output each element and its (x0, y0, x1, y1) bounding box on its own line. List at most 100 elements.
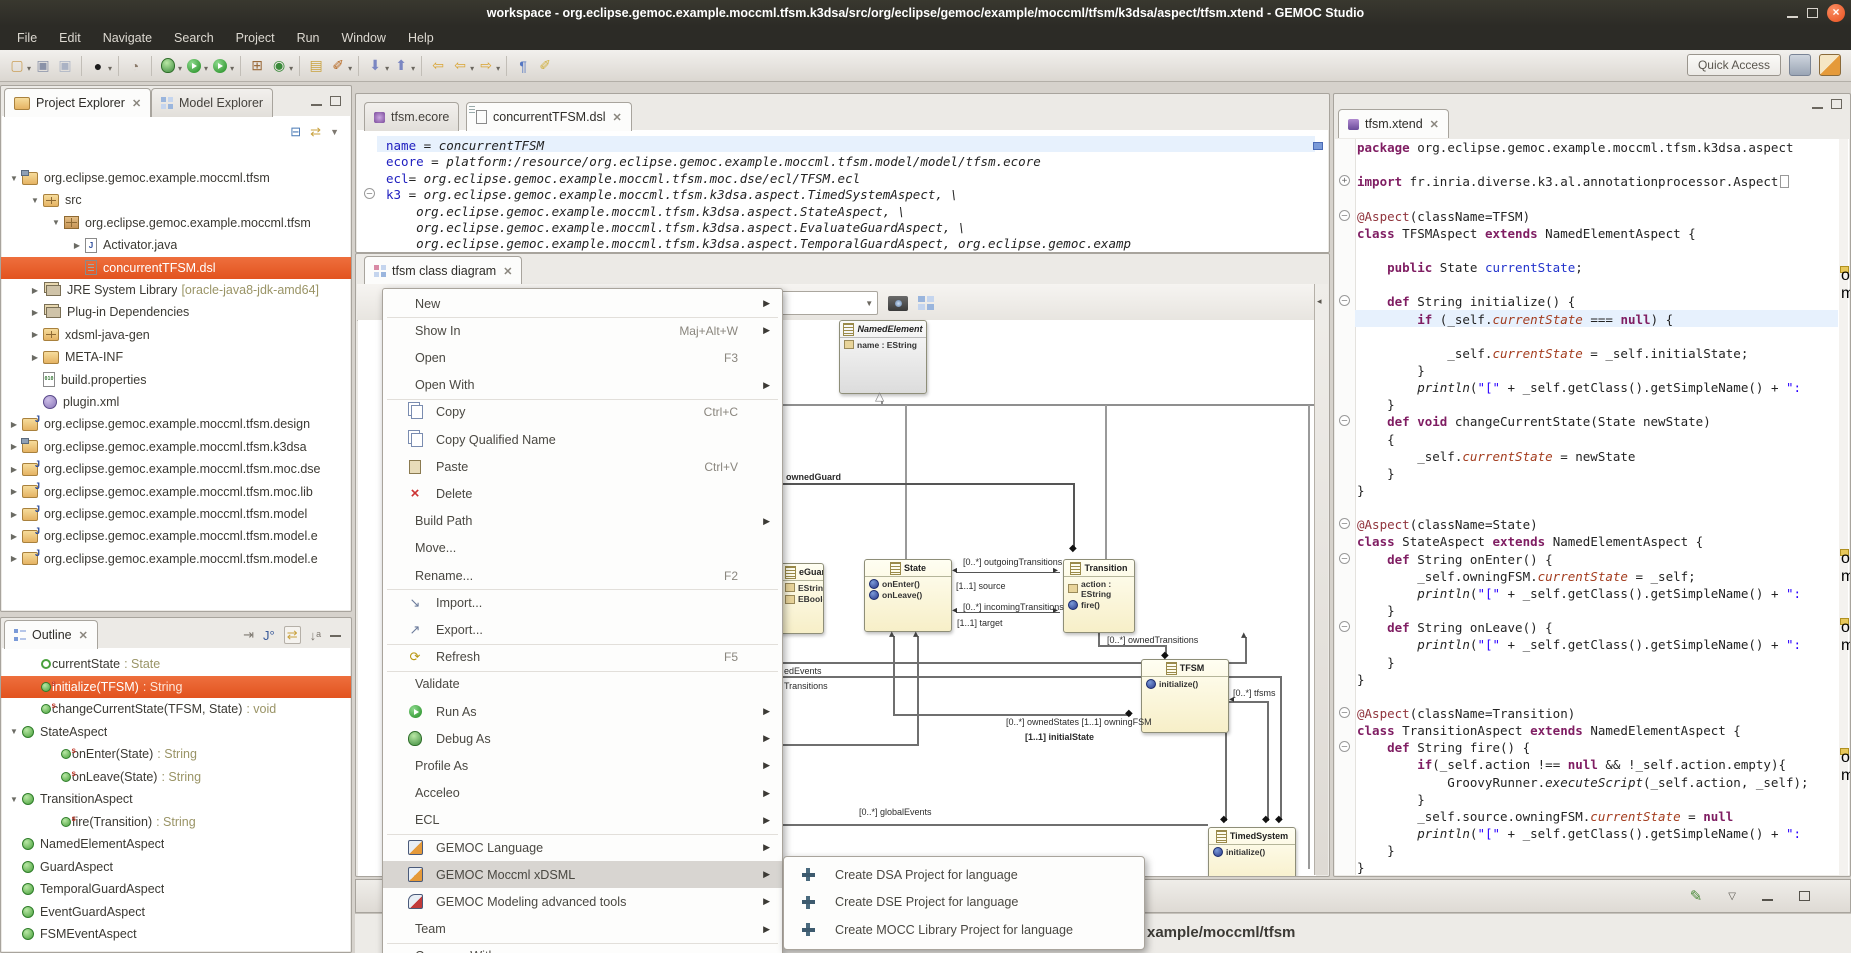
backward-dropdown-icon[interactable]: ▾ (470, 64, 475, 73)
xtend-editor-area[interactable] (1335, 139, 1849, 875)
menu-item-gemoc-modeling-advanced-tools[interactable]: GEMOC Modeling advanced tools▶ (383, 888, 782, 915)
menubar-item-edit[interactable]: Edit (59, 31, 81, 45)
alpha-sort-icon[interactable]: ↓ᵃ (309, 627, 321, 643)
tree-item-org-eclipse-gemoc-example-moccml-tfsm-moc-lib[interactable]: ▶org.eclipse.gemoc.example.moccml.tfsm.m… (1, 481, 351, 503)
quill-icon[interactable]: ✐ (539, 57, 552, 73)
menubar-item-search[interactable]: Search (174, 31, 214, 45)
tree-item-org-eclipse-gemoc-example-moccml-tfsm-model[interactable]: ▶org.eclipse.gemoc.example.moccml.tfsm.m… (1, 503, 351, 525)
sort-icon[interactable]: ⇄ (283, 626, 301, 644)
menu-item-move[interactable]: Move... (415, 541, 457, 556)
tree-item-jre-system-library[interactable]: ▶JRE System Library [oracle-java8-jdk-am… (31, 283, 320, 297)
tab-tfsm-class-diagram[interactable]: tfsm class diagram✕ (364, 256, 523, 285)
menu-item-compare-with[interactable]: Compare With▶ (383, 943, 782, 953)
close-button[interactable]: × (1827, 4, 1845, 22)
menubar-item-project[interactable]: Project (235, 31, 275, 45)
tree-item-meta-inf[interactable]: ▶META-INF (31, 350, 124, 365)
menu-item-validate[interactable]: Validate (415, 677, 460, 692)
menu-item-ecl[interactable]: ECL▶ (415, 813, 770, 828)
minimize-view-icon[interactable] (330, 635, 341, 637)
tab-outline[interactable]: Outline✕ (4, 620, 98, 649)
fold-marker[interactable]: – (1339, 295, 1350, 307)
open-element-icon[interactable]: ▤ (309, 57, 323, 73)
gemoc-perspective-icon[interactable] (1819, 54, 1841, 76)
mark-occurrences-icon[interactable]: ✐ (332, 57, 344, 73)
link-with-editor-icon[interactable]: ⇄ (310, 124, 322, 139)
menu-item-open-with[interactable]: Open With▶ (415, 378, 770, 393)
run-last-icon[interactable] (210, 56, 230, 76)
menubar-item-help[interactable]: Help (407, 31, 434, 45)
run-last-dropdown-icon[interactable]: ▾ (230, 64, 235, 73)
back-history-icon[interactable]: ⇦ (432, 57, 444, 73)
dropdown-icon[interactable]: ▽ (1728, 890, 1736, 902)
menu-item-profile-as[interactable]: Profile As▶ (415, 758, 770, 773)
submenu-item-create-dse-project-for-language[interactable]: Create DSE Project for language (784, 889, 1144, 916)
maximize-icon[interactable] (1799, 891, 1810, 901)
export-arrow-dropdown-icon[interactable]: ▾ (411, 64, 416, 73)
note-icon[interactable]: ✎ (1689, 888, 1703, 905)
close-tab-icon[interactable]: ✕ (503, 265, 513, 278)
run-icon[interactable] (184, 56, 204, 76)
menubar-item-file[interactable]: File (17, 31, 38, 45)
menu-item-import[interactable]: ↘Import... (409, 594, 483, 610)
import-arrow-icon[interactable]: ⬇ (369, 57, 381, 73)
menu-item-acceleo[interactable]: Acceleo▶ (415, 786, 770, 801)
menu-item-new[interactable]: New▶ (415, 296, 770, 311)
tree-item-org-eclipse-gemoc-example-moccml-tfsm-design[interactable]: ▶org.eclipse.gemoc.example.moccml.tfsm.d… (1, 413, 351, 435)
show-whitespace-icon[interactable]: ¶ (519, 57, 527, 74)
tree-item-org-eclipse-gemoc-example-moccml-tfsm[interactable]: ▼org.eclipse.gemoc.example.moccml.tfsm (52, 215, 311, 230)
fold-marker[interactable]: – (1339, 706, 1350, 718)
fold-marker[interactable]: – (1339, 415, 1350, 427)
outline-item-temporalguardaspect[interactable]: TemporalGuardAspect (1, 878, 351, 900)
close-tab-icon[interactable]: ✕ (612, 111, 622, 124)
fold-marker[interactable]: – (1339, 552, 1350, 564)
gemoc-run-icon[interactable]: ◉ (272, 57, 286, 73)
tab-tfsm-ecore[interactable]: tfsm.ecore (364, 102, 460, 131)
minimize-view-icon[interactable] (1812, 107, 1823, 109)
menu-item-copy-qualified-name[interactable]: Copy Qualified Name (383, 426, 782, 453)
collapse-all-icon[interactable]: ⊟ (290, 124, 302, 139)
close-tab-icon[interactable]: ✕ (1429, 118, 1439, 131)
menubar-item-window[interactable]: Window (341, 31, 386, 45)
minimize-button[interactable] (1787, 16, 1798, 18)
overview-ruler[interactable]: occurrence-markeroccurrence-markeroccurr… (1839, 139, 1850, 875)
layers-icon[interactable] (918, 296, 935, 310)
tree-item-org-eclipse-gemoc-example-moccml-tfsm-moc-dse[interactable]: ▶org.eclipse.gemoc.example.moccml.tfsm.m… (1, 458, 351, 480)
open-perspective-icon[interactable] (1789, 54, 1811, 76)
tree-item-plug-in-dependencies[interactable]: ▶Plug-in Dependencies (31, 305, 190, 320)
forward-dropdown-icon[interactable]: ▾ (496, 64, 501, 73)
export-arrow-icon[interactable]: ⬆ (395, 57, 407, 73)
palette-expand-icon[interactable]: ◂ (1317, 296, 1322, 306)
fold-marker[interactable]: – (1339, 621, 1350, 633)
tree-item-org-eclipse-gemoc-example-moccml-tfsm-model-e[interactable]: ▶org.eclipse.gemoc.example.moccml.tfsm.m… (1, 548, 351, 570)
new-wizard-icon[interactable]: ▢ (10, 57, 24, 73)
menu-item-gemoc-language[interactable]: GEMOC Language▶ (383, 834, 782, 861)
fold-marker[interactable]: – (1339, 209, 1350, 221)
gemoc-run-dropdown-icon[interactable]: ▾ (289, 64, 294, 73)
maximize-view-icon[interactable] (1831, 99, 1842, 109)
palette-collapsed-strip[interactable]: ◂ (1314, 284, 1328, 875)
menu-item-export[interactable]: ↗Export... (409, 621, 483, 637)
new-wizard-dropdown-icon[interactable]: ▾ (27, 64, 32, 73)
close-tab-icon[interactable]: ✕ (78, 629, 88, 642)
snapshot-icon[interactable] (888, 295, 909, 311)
maximize-view-icon[interactable] (330, 96, 341, 106)
save-all-icon[interactable]: ▣ (58, 57, 72, 73)
debug-dropdown-icon[interactable]: ▾ (178, 64, 183, 73)
outline-item-fsmeventaspect[interactable]: FSMEventAspect (1, 923, 351, 945)
tree-item-concurrenttfsm-dsl[interactable]: concurrentTFSM.dsl (1, 256, 351, 279)
